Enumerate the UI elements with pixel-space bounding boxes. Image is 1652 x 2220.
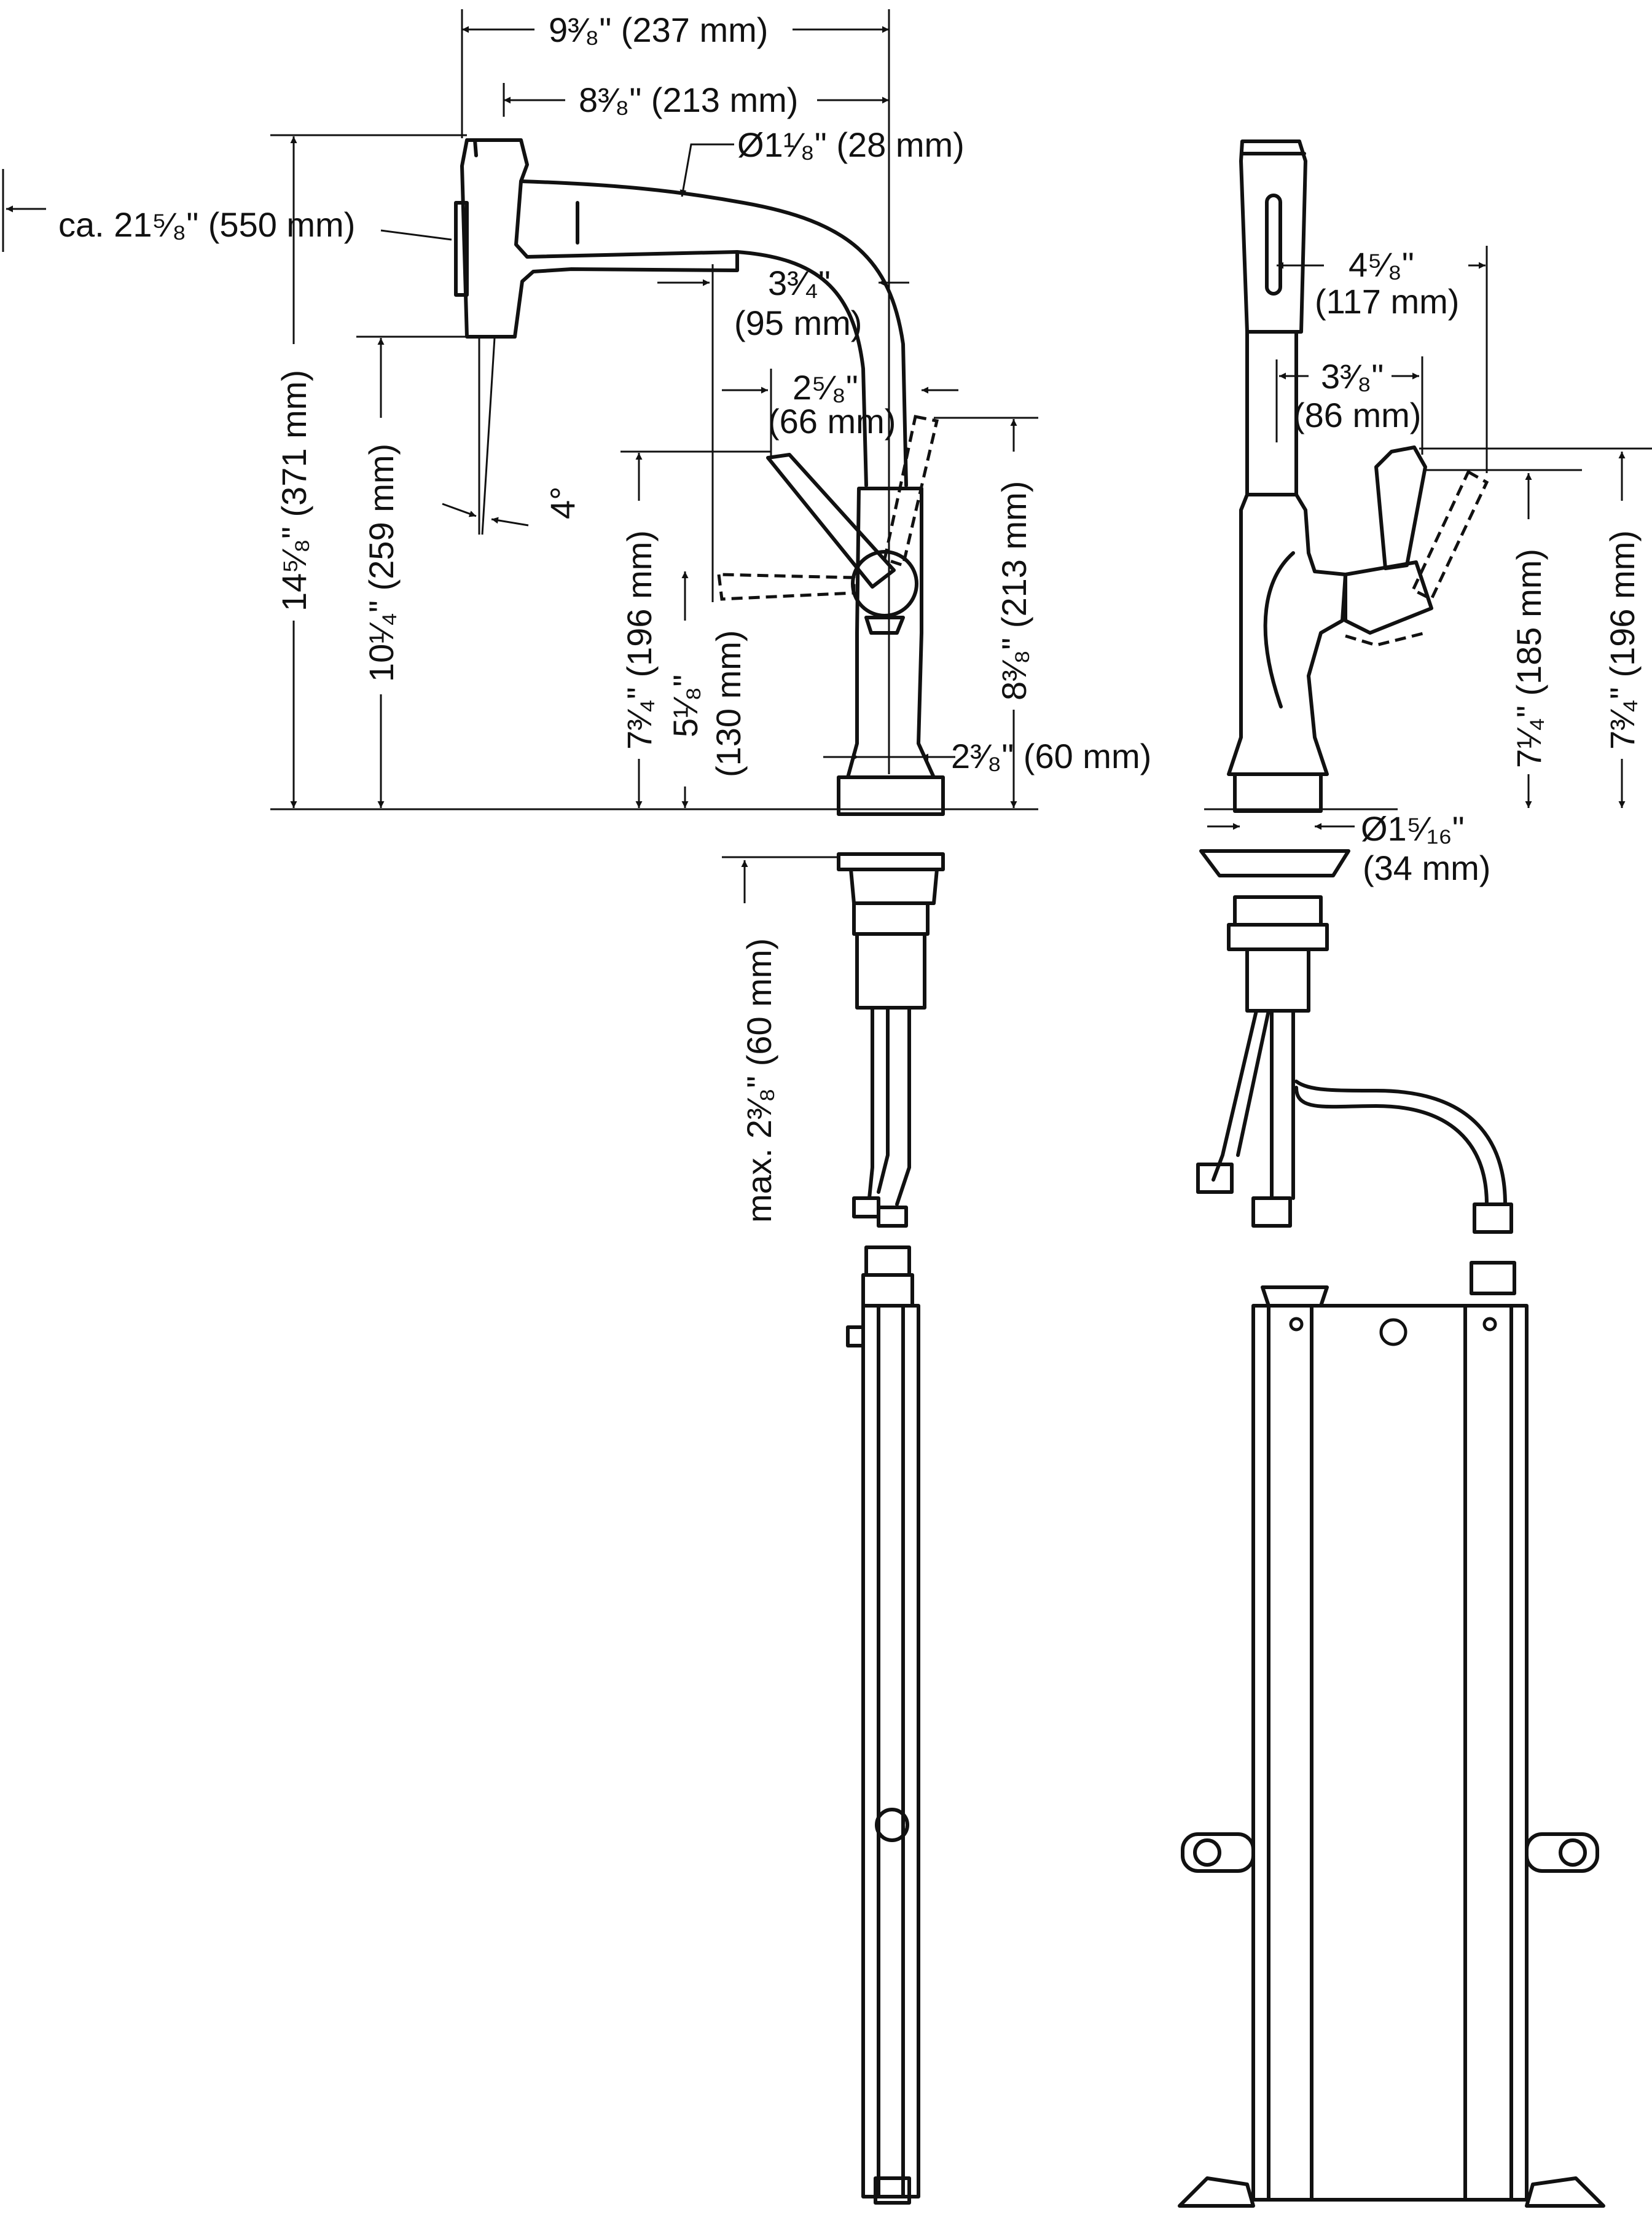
mount-tube [855, 932, 926, 1010]
dim-label-bg-reach [565, 81, 817, 118]
connector-block [864, 1245, 911, 1277]
supply-hose-left [867, 1006, 874, 1200]
dim-spout-diameter: Ø1¹⁄₈" (28 mm) [737, 125, 965, 164]
rail-side-knob [846, 1325, 865, 1347]
hose-length-leader [380, 229, 452, 241]
dim-body-height: 8³⁄₈" (213 mm) [995, 481, 1033, 700]
front-elevation-view: 9³⁄₈" (237 mm) 8³⁄₈" (213 mm) Ø1¹⁄₈" (28… [2, 9, 1151, 2205]
side-clamp-left [1181, 1832, 1255, 1873]
dim-hose-length: ca. 21⁵⁄₈" (550 mm) [58, 205, 355, 244]
leader-spout-diameter [679, 143, 734, 197]
side-dim-label-bg-b [1603, 501, 1640, 759]
side-dim-lever-height-a: 7¹⁄₄" (185 mm) [1509, 549, 1548, 768]
dim-label-bg-outlet [362, 418, 399, 694]
side-mount-flange [1199, 849, 1350, 877]
dim-handle-reach-mm: (95 mm) [734, 304, 862, 342]
lever-alt-position-side [717, 573, 856, 601]
spout-arch-inner [735, 250, 868, 487]
dim-lever-axis-height-inch: 5¹⁄₈" [666, 675, 705, 737]
side-connector-c [1470, 1261, 1516, 1295]
hose-guide-rail [861, 1304, 920, 2198]
mount-flange [837, 852, 945, 871]
side-box-screw-right [1482, 1317, 1497, 1332]
side-dim-head-width-inch: 4⁵⁄₈" [1349, 245, 1414, 284]
lever-hub-detail [864, 616, 905, 635]
side-hose-fitting-c [1473, 1202, 1513, 1234]
rail-foot [874, 2176, 911, 2205]
side-box-hole-center [1379, 1318, 1407, 1346]
dim-spout-reach: 8³⁄₈" (213 mm) [579, 80, 798, 119]
side-faucet-body [1227, 493, 1347, 776]
side-body-highlight [1263, 551, 1295, 708]
side-lever-alt-position [1411, 469, 1489, 602]
spray-head-cap [473, 138, 478, 157]
spout-arch [519, 179, 908, 487]
side-lever-alt-base [1345, 631, 1426, 647]
side-spray-head [1239, 139, 1307, 334]
dim-label-bg-body [995, 452, 1032, 710]
dim-total-height: 14⁵⁄₈" (371 mm) [275, 370, 313, 611]
side-hose-fitting-a [1196, 1163, 1234, 1194]
supply-hose-center [877, 1006, 890, 1194]
side-spray-head-slot [1265, 194, 1282, 296]
dim-handle-offset-inch: 2⁵⁄₈" [793, 368, 858, 407]
supply-hose-right [895, 1006, 911, 1206]
side-weight-box-top [1261, 1285, 1329, 1308]
side-hose-diag [1212, 1009, 1258, 1182]
dim-outlet-height: 10¹⁄₄" (259 mm) [362, 444, 401, 682]
side-elevation-view: 4⁵⁄₈" (117 mm) 3³⁄₈" (86 mm) 7¹⁄₄" (185 … [1178, 139, 1652, 2208]
spray-angle-arrow-left [442, 503, 477, 517]
side-foot-right [1525, 2176, 1605, 2208]
side-mount-shank [1227, 923, 1329, 951]
side-dim-hole-diameter-mm: (34 mm) [1363, 849, 1490, 887]
spray-angle-arrow-right [491, 517, 529, 527]
side-box-screw-left [1289, 1317, 1304, 1332]
side-foot-left [1178, 2176, 1255, 2208]
hose-fitting-right [877, 1206, 908, 1228]
dim-max-deck-thickness: max. 2³⁄₈" (60 mm) [740, 938, 778, 1223]
side-hose-loop [1294, 1086, 1489, 1206]
spray-head-button [454, 201, 469, 297]
side-dim-lever-height-b: 7³⁄₄" (196 mm) [1603, 530, 1642, 750]
dim-label-bg-total [275, 344, 312, 621]
dim-lever-axis-height-mm: (130 mm) [709, 630, 748, 777]
dim-label-bg-axis [667, 621, 753, 786]
mount-nut [849, 868, 939, 905]
side-dim-head-width-mm: (117 mm) [1315, 282, 1459, 321]
side-mount-nut [1233, 895, 1323, 927]
side-lever-handle [1374, 445, 1427, 570]
connector-collar [861, 1273, 914, 1308]
spray-head [460, 138, 739, 339]
side-dim-lever-offset-mm: (86 mm) [1293, 396, 1421, 434]
dim-body-width: 2³⁄₈" (60 mm) [951, 737, 1151, 775]
dim-handle-offset-mm: (66 mm) [768, 402, 896, 441]
side-hose-fitting-b [1251, 1196, 1292, 1228]
mount-shank [852, 901, 930, 936]
side-weight-box [1251, 1304, 1529, 2202]
side-dim-hole-diameter-inch: Ø1⁵⁄₁₆" [1361, 809, 1465, 848]
rail-weight-clip [875, 1808, 909, 1842]
dim-lever-height-a: 7³⁄₄" (196 mm) [620, 530, 659, 750]
side-dim-lever-offset-inch: 3³⁄₈" [1321, 357, 1384, 396]
spray-angle-line-b [481, 337, 496, 535]
body-base-ring [837, 775, 945, 816]
hose-fitting-left [852, 1196, 880, 1218]
side-dim-label-bg-a [1510, 519, 1547, 774]
dim-handle-reach-inch: 3³⁄₄" [768, 264, 831, 302]
side-lever-cartridge [1344, 560, 1433, 635]
side-clamp-right [1525, 1832, 1599, 1873]
lever-handle [766, 453, 896, 589]
dim-spray-angle: 4° [543, 486, 582, 519]
dim-label-bg-lever-a [620, 501, 657, 759]
side-hose-loop-inner [1294, 1080, 1507, 1206]
dim-overall-width: 9³⁄₈" (237 mm) [549, 10, 768, 49]
side-hose-diag-b [1236, 1009, 1270, 1157]
side-mount-tube [1245, 947, 1310, 1013]
dim-label-bg-overall [534, 11, 793, 48]
side-base-ring [1233, 772, 1323, 813]
